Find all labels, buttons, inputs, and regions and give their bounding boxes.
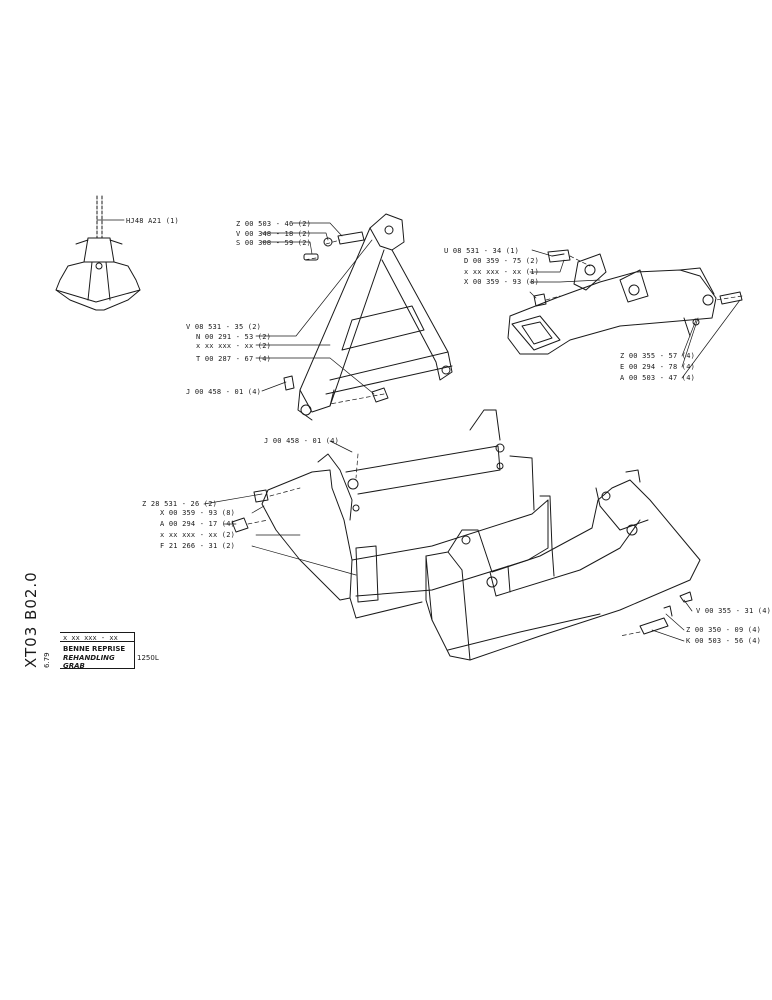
- title-english: REHANDLING GRAB: [63, 654, 115, 670]
- bucket-left: [231, 409, 553, 619]
- callout-j458-01-a: J 00 458 - 01 (4): [186, 388, 262, 396]
- callout-s308-59: S 00 308 - 59 (2): [236, 239, 312, 247]
- callout-k503-56: K 00 503 - 56 (4): [686, 637, 762, 645]
- ref-number: x xx xxx - xx: [60, 632, 134, 642]
- callout-v08-531-35: V 08 531 - 35 (2): [186, 323, 262, 331]
- callout-xx-c: x xx xxx - xx (2): [160, 531, 236, 539]
- callout-xx-a: x xx xxx - xx (2): [196, 342, 272, 350]
- assembly-axes: [247, 239, 743, 637]
- callout-j458-01-b: J 00 458 - 01 (4): [264, 437, 340, 445]
- sheet-code: XT03 B02.0: [22, 571, 40, 668]
- callout-v348-18: V 00 348 - 18 (2): [236, 230, 312, 238]
- callout-hj48: HJ48 A21 (1): [126, 217, 179, 225]
- callout-a503-47: A 00 503 - 47 (4): [620, 374, 696, 382]
- callout-x359-93-a: X 00 359 - 93 (8): [464, 278, 540, 286]
- title-block: x xx xxx - xx BENNE REPRISE REHANDLING G…: [60, 632, 135, 670]
- lifting-frame: [297, 213, 453, 421]
- callout-n291-53: N 00 291 - 53 (2): [196, 333, 272, 341]
- head-assembly: [507, 249, 743, 355]
- callout-u08-531-34: U 08 531 - 34 (1): [444, 247, 520, 255]
- callout-xx-b: x xx xxx - xx (1): [464, 268, 540, 276]
- callout-z355-57: Z 00 355 - 57 (4): [620, 352, 696, 360]
- callout-e294-78: E 00 294 - 78 (4): [620, 363, 696, 371]
- bucket-right: [425, 469, 701, 661]
- grab-thumbnail: [55, 195, 141, 311]
- sheet-date: 6.79: [43, 652, 51, 668]
- callout-f21-266-31: F 21 266 - 31 (2): [160, 542, 236, 550]
- frame-pins: [283, 231, 389, 403]
- capacity-label: 1250L: [137, 654, 159, 662]
- callout-a294-17: A 00 294 - 17 (4): [160, 520, 236, 528]
- callout-z28-531-26: Z 28 531 - 26 (2): [142, 500, 218, 508]
- callout-d359-75: D 00 359 - 75 (2): [464, 257, 540, 265]
- callout-x359-93-b: X 00 359 - 93 (8): [160, 509, 236, 517]
- callout-t287-67: T 00 287 - 67 (4): [196, 355, 272, 363]
- callout-v355-31: V 00 355 - 31 (4): [696, 607, 772, 615]
- callout-z503-46: Z 00 503 - 46 (2): [236, 220, 312, 228]
- leader-lines: [203, 222, 741, 642]
- callout-z350-09: Z 00 350 - 09 (4): [686, 626, 762, 634]
- title-french: BENNE REPRISE: [63, 645, 126, 653]
